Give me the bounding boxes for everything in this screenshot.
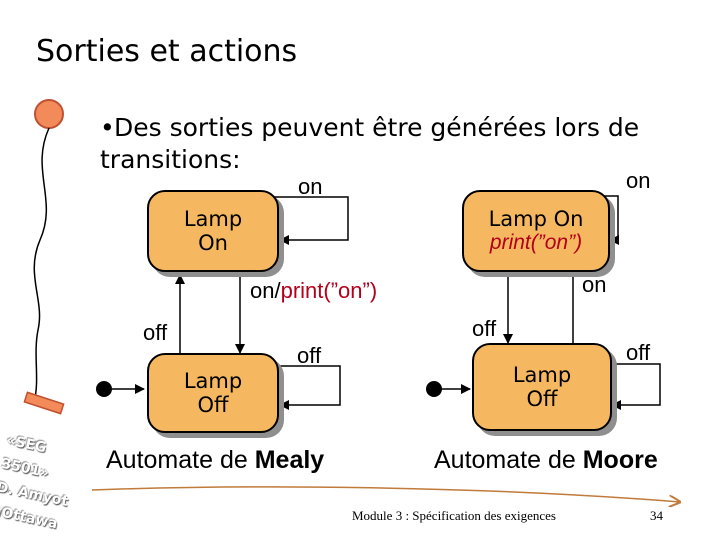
- mealy-selfloop-off: [274, 365, 341, 410]
- caption-emphasis: Mealy: [254, 446, 325, 474]
- footer-module: Module 3 : Spécification des exigences: [352, 508, 556, 523]
- slide-title: Sorties et actions: [36, 34, 298, 69]
- transition-event: on/: [250, 278, 281, 303]
- footer-swoosh: [91, 486, 680, 502]
- moore-selfloop-on-label: on: [626, 168, 651, 193]
- state-output: print(”on”): [489, 231, 583, 254]
- mealy-selfloop-on: [273, 196, 349, 245]
- state-label: Lamp On: [488, 207, 584, 231]
- caption-emphasis: Moore: [582, 446, 658, 474]
- state-label: Lamp: [512, 363, 572, 387]
- mealy-selfloop-on-label: on: [298, 174, 323, 199]
- mealy-selfloop-off-label: off: [297, 343, 322, 368]
- lamp-base: [23, 391, 65, 415]
- moore-initial-dot: [426, 381, 442, 397]
- mealy-initial-dot: [96, 381, 112, 397]
- bullet-dot-icon: •: [100, 113, 115, 142]
- transition-action: print(”on”): [280, 278, 378, 303]
- moore-transition-off-label: off: [472, 316, 497, 341]
- state-label: Off: [526, 387, 558, 411]
- moore-selfloop-off: [607, 363, 661, 410]
- bullet-text: •Des sorties peuvent être générées lors …: [100, 112, 700, 176]
- moore-state-lamp-off: Lamp Off: [472, 343, 612, 431]
- moore-caption: Automate de Moore: [434, 446, 658, 475]
- mealy-transition-on-label: on/print(”on”): [250, 278, 377, 304]
- mealy-state-lamp-off: Lamp Off: [147, 353, 279, 433]
- mealy-state-lamp-on: Lamp On: [147, 190, 279, 272]
- moore-transition-on-label: on: [582, 272, 607, 297]
- state-label: Lamp: [183, 207, 243, 231]
- moore-state-lamp-on: Lamp On print(”on”): [462, 190, 610, 272]
- state-label: On: [198, 231, 228, 255]
- moore-selfloop-off-label: off: [626, 340, 651, 365]
- lamp-cord: [33, 127, 50, 403]
- state-label: Off: [197, 393, 229, 417]
- state-label: Lamp: [183, 369, 243, 393]
- mealy-caption: Automate de Mealy: [106, 446, 324, 475]
- mealy-transition-off-label: off: [143, 320, 168, 345]
- caption-text: Automate de: [106, 446, 255, 474]
- page-number: 34: [650, 508, 663, 523]
- lamp-illustration: [23, 99, 65, 415]
- lamp-bulb: [34, 99, 64, 129]
- caption-text: Automate de: [434, 446, 583, 474]
- bullet-label: Des sorties peuvent être générées lors d…: [100, 113, 640, 174]
